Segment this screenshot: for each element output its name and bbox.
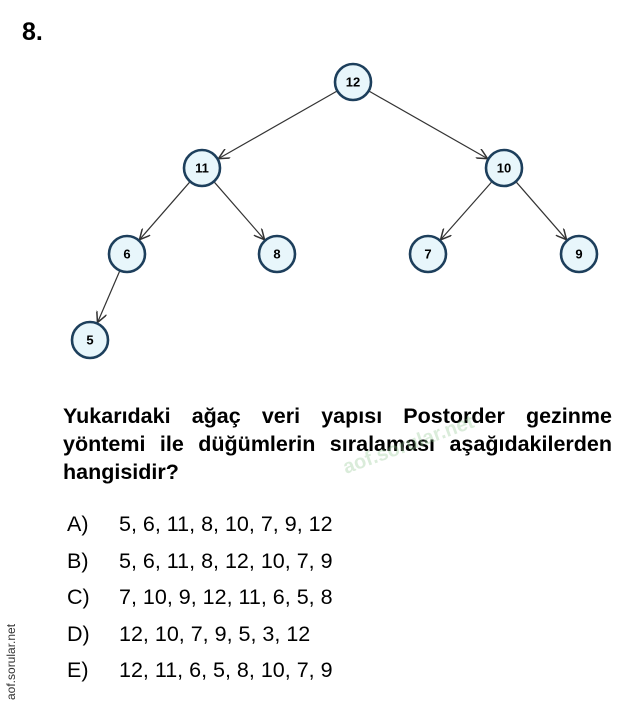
tree-node-label: 10 xyxy=(497,161,511,176)
tree-node-5: 5 xyxy=(70,320,110,360)
tree-edge xyxy=(140,181,190,239)
tree-node-circle xyxy=(484,148,524,188)
tree-edge xyxy=(441,181,492,239)
tree-node-6: 6 xyxy=(107,234,147,274)
tree-node-10: 10 xyxy=(484,148,524,188)
option-e[interactable]: E) 12, 11, 6, 5, 8, 10, 7, 9 xyxy=(67,658,333,695)
option-text: 12, 11, 6, 5, 8, 10, 7, 9 xyxy=(119,658,333,682)
question-number: 8. xyxy=(22,18,43,46)
tree-node-label: 12 xyxy=(346,75,360,90)
tree-node-circle xyxy=(107,234,147,274)
tree-node-circle xyxy=(182,148,222,188)
tree-node-7: 7 xyxy=(408,234,448,274)
tree-edge xyxy=(369,90,487,158)
option-letter: C) xyxy=(67,585,90,609)
tree-node-circle xyxy=(70,320,110,360)
tree-node-9: 9 xyxy=(559,234,599,274)
answer-options: A) 5, 6, 11, 8, 10, 7, 9, 12 B) 5, 6, 11, … xyxy=(67,512,333,695)
tree-node-8: 8 xyxy=(257,234,297,274)
tree-edge xyxy=(98,271,121,321)
tree-node-circle xyxy=(408,234,448,274)
tree-edge xyxy=(516,181,565,239)
question-text: Yukarıdaki ağaç veri yapısı Postorder ge… xyxy=(63,404,612,484)
tree-node-label: 6 xyxy=(123,247,130,262)
option-d[interactable]: D) 12, 10, 7, 9, 5, 3, 12 xyxy=(67,622,333,659)
option-letter: B) xyxy=(67,548,89,573)
tree-edge xyxy=(214,181,263,239)
tree-node-circle xyxy=(333,62,373,102)
option-text: 12, 10, 7, 9, 5, 3, 12 xyxy=(119,621,311,646)
tree-node-11: 11 xyxy=(182,148,222,188)
option-letter: E) xyxy=(67,658,89,682)
option-c[interactable]: C) 7, 10, 9, 12, 11, 6, 5, 8 xyxy=(67,585,333,622)
option-letter: A) xyxy=(67,512,89,536)
side-watermark: aof.sorular.net xyxy=(4,623,18,700)
tree-node-label: 5 xyxy=(86,333,93,348)
tree-node-label: 11 xyxy=(195,161,209,176)
option-b[interactable]: B) 5, 6, 11, 8, 12, 10, 7, 9 xyxy=(67,549,333,586)
tree-edge xyxy=(219,90,337,158)
tree-node-label: 7 xyxy=(424,247,431,262)
tree-node-label: 9 xyxy=(575,247,582,262)
option-text: 5, 6, 11, 8, 12, 10, 7, 9 xyxy=(119,548,333,573)
option-letter: D) xyxy=(67,621,90,646)
tree-node-circle xyxy=(257,234,297,274)
option-a[interactable]: A) 5, 6, 11, 8, 10, 7, 9, 12 xyxy=(67,512,333,549)
option-text: 7, 10, 9, 12, 11, 6, 5, 8 xyxy=(119,585,333,609)
tree-node-12: 12 xyxy=(333,62,373,102)
tree-node-label: 8 xyxy=(273,247,280,262)
option-text: 5, 6, 11, 8, 10, 7, 9, 12 xyxy=(119,512,333,536)
tree-node-circle xyxy=(559,234,599,274)
binary-tree-diagram: 12 11 10 6 8 7 9 5 xyxy=(70,62,599,360)
